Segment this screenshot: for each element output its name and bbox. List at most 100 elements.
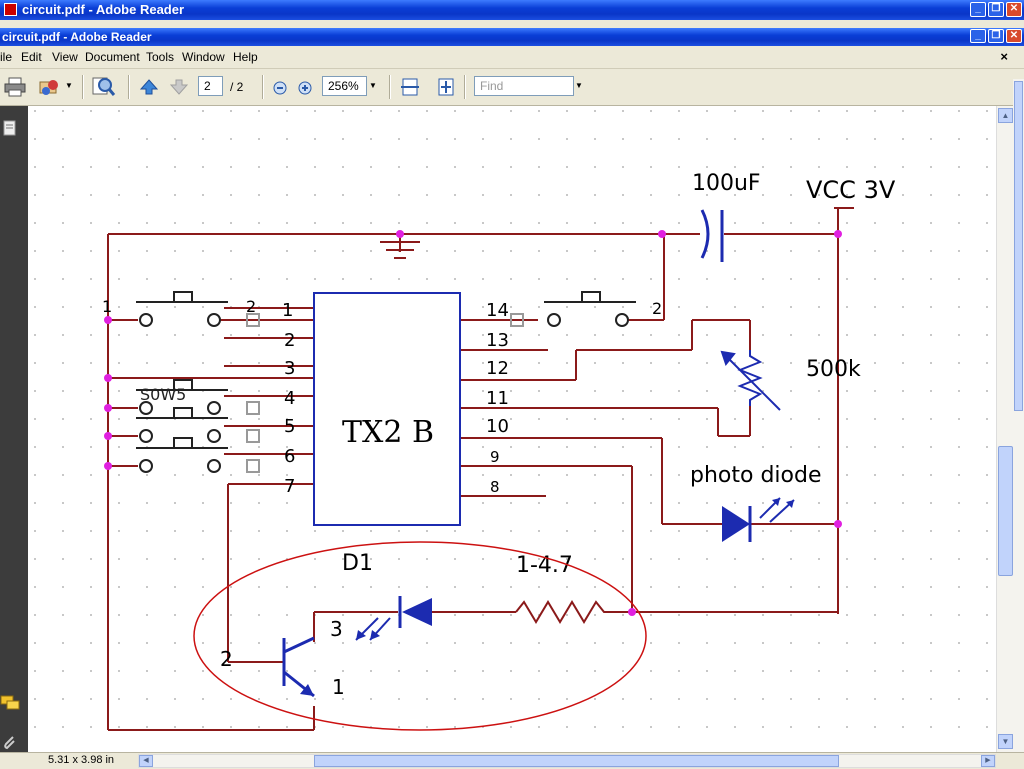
capacitor xyxy=(700,209,724,262)
switch-label: S0W5 xyxy=(140,385,186,404)
scroll-up-arrow[interactable]: ▲ xyxy=(998,108,1013,123)
switch-pin-1: 1 xyxy=(102,297,112,316)
right-pin-14: 14 xyxy=(486,300,509,321)
ic-body xyxy=(313,292,461,526)
right-pin-13: 13 xyxy=(486,330,509,351)
vertical-scroll-thumb[interactable] xyxy=(998,446,1013,576)
switch-pin-numbers: 1 2 2 xyxy=(102,297,662,318)
switch-14-pin-2: 2 xyxy=(652,299,662,318)
page-total-label: / 2 xyxy=(230,80,244,94)
status-bar: 5.31 x 3.98 in ◀ ▶ xyxy=(0,752,1024,769)
find-input[interactable]: Find xyxy=(474,76,574,96)
transistor-pin-3: 3 xyxy=(330,617,343,641)
left-pin-7: 7 xyxy=(284,476,295,497)
zoom-dropdown-arrow[interactable]: ▼ xyxy=(369,81,377,90)
photodiode-label: photo diode xyxy=(690,463,821,488)
document-view[interactable]: TX2 B 1 2 3 4 5 6 7 14 13 12 11 10 9 8 xyxy=(28,106,996,752)
minimize-button[interactable]: _ xyxy=(970,2,986,17)
led-d1 xyxy=(355,596,432,641)
navigation-panel xyxy=(0,106,28,752)
fit-page-icon[interactable] xyxy=(436,78,456,96)
menu-tools[interactable]: Tools xyxy=(146,50,175,64)
pushbutton-1 xyxy=(136,291,228,327)
menu-document[interactable]: Document xyxy=(85,50,140,64)
right-pin-12: 12 xyxy=(486,358,509,379)
attachments-icon[interactable] xyxy=(1,734,19,752)
document-window-title: circuit.pdf - Adobe Reader xyxy=(2,30,152,44)
horizontal-scroll-thumb[interactable] xyxy=(314,755,839,767)
left-pin-1: 1 xyxy=(282,300,293,321)
next-page-icon[interactable] xyxy=(170,79,188,95)
zoom-level-field[interactable]: 256% xyxy=(322,76,367,96)
printer-icon[interactable] xyxy=(4,77,26,97)
pushbutton-5 xyxy=(136,407,228,443)
left-pin-4: 4 xyxy=(284,388,295,409)
transistor-pin-labels: 3 2 1 xyxy=(220,617,345,699)
right-pin-11: 11 xyxy=(486,388,509,409)
outer-vertical-scroll-thumb[interactable] xyxy=(1014,81,1023,411)
email-icon[interactable] xyxy=(38,77,62,97)
menu-window[interactable]: Window xyxy=(182,50,225,64)
pot-label: 500k xyxy=(806,357,861,382)
vertical-scrollbar[interactable]: ▲ ▼ xyxy=(996,106,1014,752)
doc-close-button[interactable]: ✕ xyxy=(1006,29,1022,43)
menu-edit[interactable]: Edit xyxy=(21,50,42,64)
highlight-ellipse xyxy=(193,541,647,731)
menu-file[interactable]: ile xyxy=(0,50,13,64)
page-number-field[interactable]: 2 xyxy=(198,76,223,96)
resistor xyxy=(515,600,632,624)
pages-panel-icon[interactable] xyxy=(2,120,18,138)
email-dropdown-arrow[interactable]: ▼ xyxy=(65,81,73,90)
menu-bar: ile Edit View Document Tools Window Help… xyxy=(0,46,1024,69)
photo-diode xyxy=(722,497,795,542)
transistor-pin-1: 1 xyxy=(332,675,345,699)
find-dropdown-arrow[interactable]: ▼ xyxy=(575,81,583,90)
scroll-right-arrow[interactable]: ▶ xyxy=(981,755,995,767)
ic-label: TX2 B xyxy=(342,415,434,450)
page-size-label: 5.31 x 3.98 in xyxy=(48,754,115,766)
pushbuttons xyxy=(136,291,636,473)
pad-squares xyxy=(246,313,524,473)
circuit-schematic: TX2 B 1 2 3 4 5 6 7 14 13 12 11 10 9 8 xyxy=(28,106,996,752)
right-pin-10: 10 xyxy=(486,416,509,437)
grid-background xyxy=(28,106,996,752)
menu-view[interactable]: View xyxy=(52,50,78,64)
doc-maximize-button[interactable]: ❐ xyxy=(988,29,1004,43)
d1-label: D1 xyxy=(342,551,373,576)
pushbutton-6 xyxy=(136,437,228,473)
scroll-down-arrow[interactable]: ▼ xyxy=(998,734,1013,749)
maximize-button[interactable]: ❐ xyxy=(988,2,1004,17)
menu-help[interactable]: Help xyxy=(233,50,258,64)
vcc-label: VCC 3V xyxy=(806,176,896,204)
outer-window-title: circuit.pdf - Adobe Reader xyxy=(22,2,185,17)
left-pin-5: 5 xyxy=(284,416,295,437)
right-pin-numbers: 14 13 12 11 10 9 8 xyxy=(486,300,509,496)
transistor-arrow xyxy=(300,684,314,696)
search-icon[interactable] xyxy=(92,75,116,97)
outer-vertical-scrollbar[interactable] xyxy=(1013,79,1024,752)
close-button[interactable]: ✕ xyxy=(1006,2,1022,17)
document-window-titlebar: circuit.pdf - Adobe Reader _ ❐ ✕ xyxy=(0,28,1024,46)
doc-minimize-button[interactable]: _ xyxy=(970,29,986,43)
horizontal-scrollbar[interactable]: ◀ ▶ xyxy=(138,754,996,768)
close-document-icon[interactable]: × xyxy=(1000,49,1008,64)
fit-width-icon[interactable] xyxy=(400,78,420,96)
adobe-app-icon xyxy=(4,3,17,16)
transistor-pin-2: 2 xyxy=(220,647,233,671)
zoom-out-icon[interactable] xyxy=(272,80,288,96)
left-pin-3: 3 xyxy=(284,358,295,379)
toolbar: ▼ 2 / 2 256% ▼ Find ▼ xyxy=(0,69,1024,106)
junction-nodes xyxy=(104,230,842,616)
outer-menu-strip xyxy=(0,20,1024,28)
prev-page-icon[interactable] xyxy=(140,79,158,95)
outer-window-titlebar: circuit.pdf - Adobe Reader _ ❐ ✕ xyxy=(0,0,1024,20)
left-pin-numbers: 1 2 3 4 5 6 7 xyxy=(282,300,295,497)
left-pin-6: 6 xyxy=(284,446,295,467)
capacitor-label: 100uF xyxy=(692,171,761,196)
switch-pin-2: 2 xyxy=(246,297,256,316)
pushbutton-4 xyxy=(136,379,228,415)
zoom-in-icon[interactable] xyxy=(297,80,313,96)
comments-icon[interactable] xyxy=(0,694,22,712)
scroll-left-arrow[interactable]: ◀ xyxy=(139,755,153,767)
right-pin-8: 8 xyxy=(490,478,500,496)
